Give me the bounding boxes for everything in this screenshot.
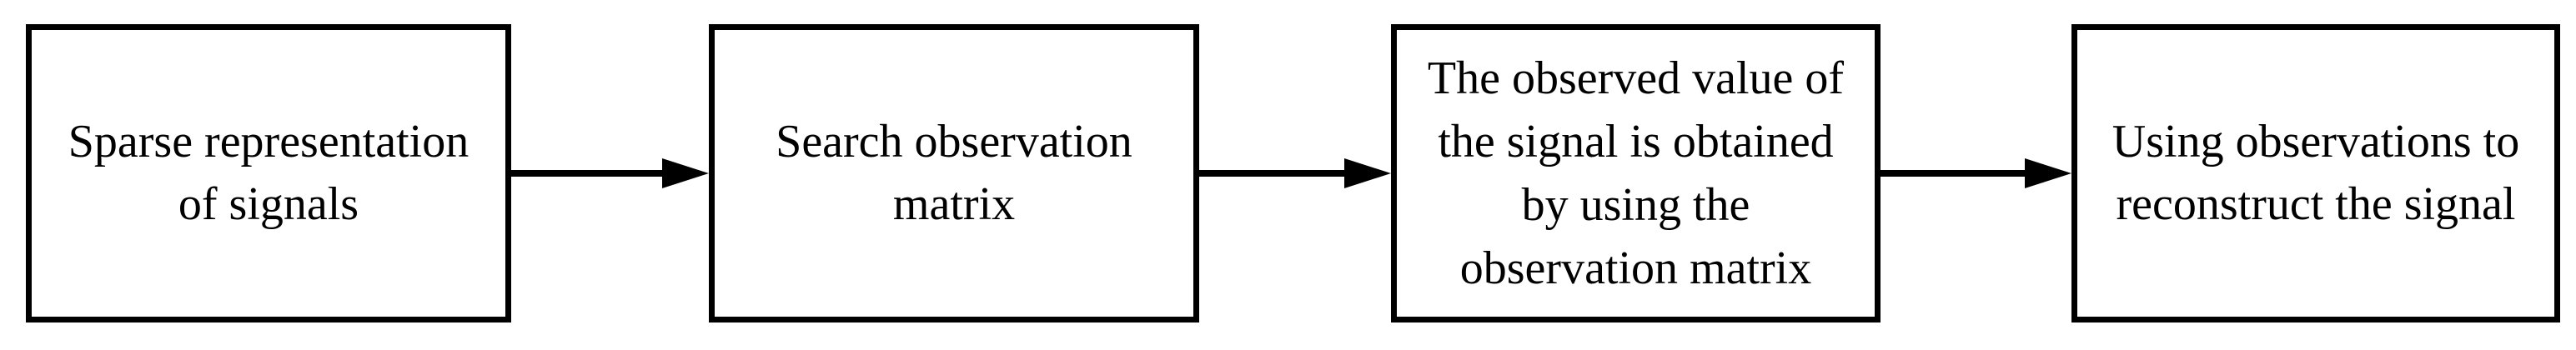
flow-node-observed-value-obtained[interactable]: The observed value of the signal is obta… — [1391, 24, 1881, 322]
flow-node-label: Using observations to reconstruct the si… — [2112, 116, 2520, 230]
flow-node-search-observation-matrix[interactable]: Search observation matrix — [709, 24, 1199, 322]
flow-arrow-1-to-2 — [511, 158, 709, 188]
arrow-head-icon — [1344, 158, 1391, 188]
arrow-head-icon — [2025, 158, 2071, 188]
arrow-head-icon — [662, 158, 709, 188]
flow-arrow-3-to-4 — [1881, 158, 2071, 188]
flow-node-label: The observed value of the signal is obta… — [1427, 52, 1845, 294]
flow-node-label: Search observation matrix — [776, 116, 1132, 230]
arrow-shaft — [1881, 170, 2025, 177]
flow-arrow-2-to-3 — [1199, 158, 1391, 188]
flow-node-sparse-representation[interactable]: Sparse representation of signals — [26, 24, 511, 322]
flow-node-label: Sparse representation of signals — [68, 116, 470, 230]
arrow-shaft — [1199, 170, 1344, 177]
flow-node-reconstruct-signal[interactable]: Using observations to reconstruct the si… — [2071, 24, 2560, 322]
arrow-shaft — [511, 170, 662, 177]
